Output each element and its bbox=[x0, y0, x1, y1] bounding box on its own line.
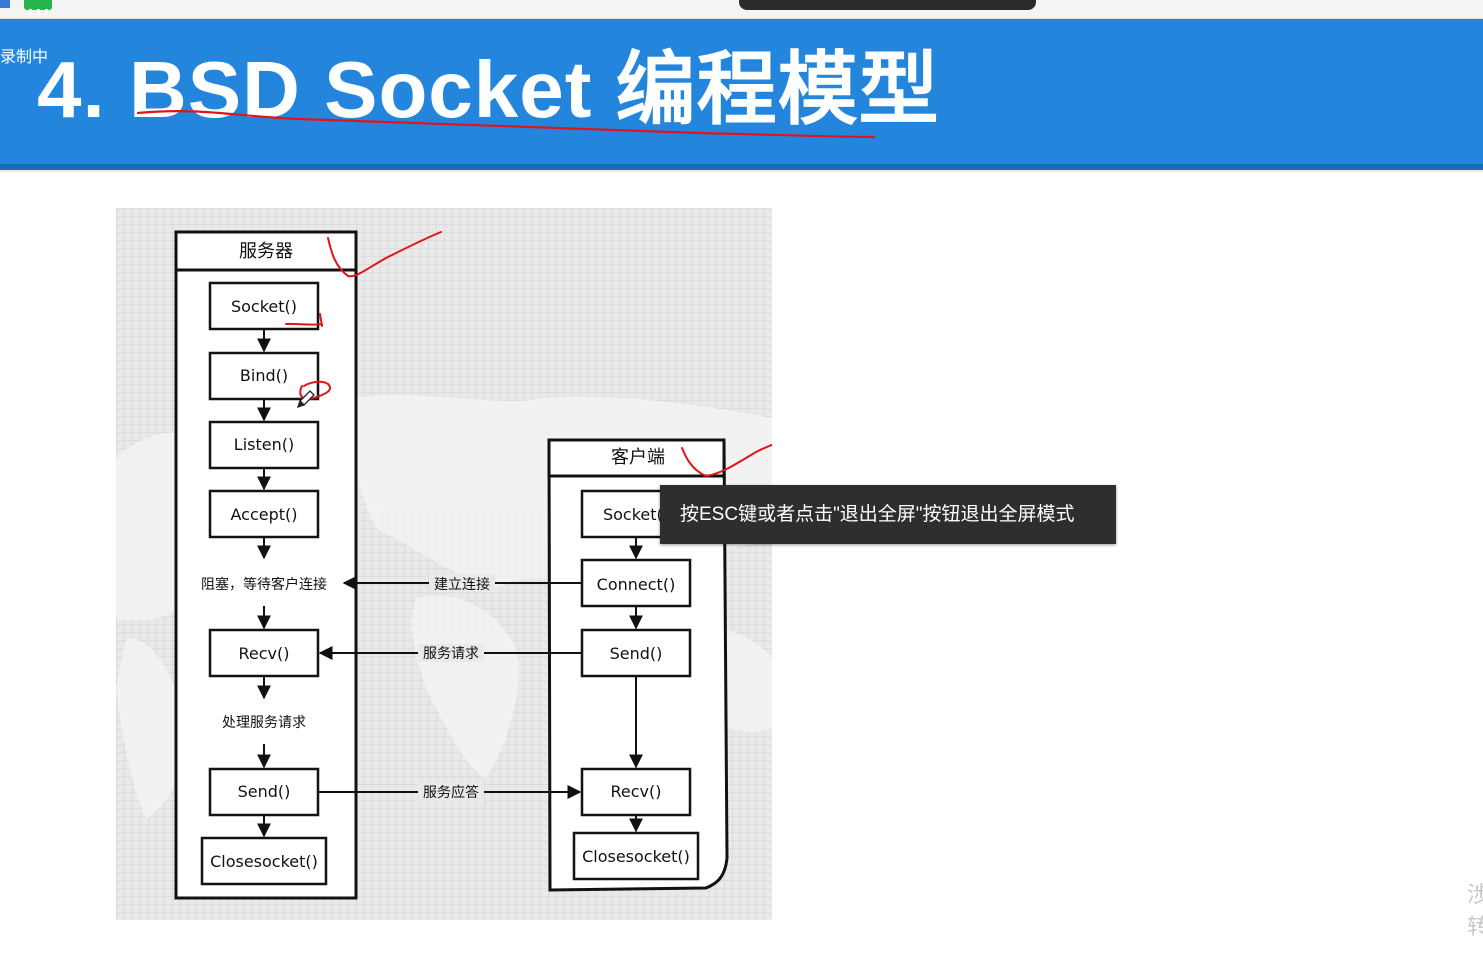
response-label: 服务应答 bbox=[423, 784, 479, 801]
request-arrow: 服务请求 bbox=[318, 644, 582, 662]
server-closesocket-label: Closesocket() bbox=[210, 852, 318, 871]
pen-cursor-icon bbox=[296, 390, 315, 409]
corner-char-1: 涉 bbox=[1467, 883, 1483, 908]
bar-chart-icon[interactable] bbox=[24, 0, 52, 15]
app-icon[interactable] bbox=[0, 0, 10, 8]
server-step-bind: Bind() bbox=[208, 351, 320, 401]
server-bind-label: Bind() bbox=[240, 366, 288, 385]
client-step-send: Send() bbox=[580, 628, 692, 678]
server-title: 服务器 bbox=[239, 241, 293, 262]
connect-arrow: 建立连接 bbox=[342, 574, 582, 593]
server-send-label: Send() bbox=[238, 782, 291, 801]
server-step-accept: Accept() bbox=[208, 489, 320, 539]
title-underline-annotation bbox=[136, 110, 876, 139]
recording-indicator: 录制中 bbox=[0, 49, 49, 66]
server-step-closesocket: Closesocket() bbox=[200, 836, 328, 886]
server-accept-label: Accept() bbox=[230, 505, 297, 524]
slide-title: 4. BSD Socket 编程模型 bbox=[37, 45, 940, 134]
header-divider bbox=[0, 170, 1483, 172]
pen-annotations bbox=[285, 231, 772, 478]
corner-watermark: 涉 转 bbox=[1467, 880, 1483, 944]
client-step-recv: Recv() bbox=[580, 767, 692, 817]
server-blocking-label: 阻塞，等待客户连接 bbox=[201, 576, 327, 593]
request-label: 服务请求 bbox=[423, 646, 479, 662]
server-step-listen: Listen() bbox=[208, 420, 320, 470]
fullscreen-exit-tooltip: 按ESC键或者点击"退出全屏"按钮退出全屏模式 bbox=[660, 485, 1116, 544]
client-connect-label: Connect() bbox=[597, 575, 676, 594]
client-send-label: Send() bbox=[610, 644, 663, 663]
corner-char-2: 转 bbox=[1467, 915, 1483, 940]
client-socket-label: Socket() bbox=[603, 505, 669, 524]
client-recv-label: Recv() bbox=[611, 782, 662, 801]
client-step-closesocket: Closesocket() bbox=[572, 831, 700, 881]
slide-header: 录制中 4. BSD Socket 编程模型 bbox=[0, 19, 1483, 170]
fullscreen-toolbar[interactable] bbox=[739, 0, 1036, 10]
server-process-label: 处理服务请求 bbox=[222, 715, 306, 731]
connect-label: 建立连接 bbox=[434, 576, 490, 593]
client-closesocket-label: Closesocket() bbox=[582, 847, 690, 866]
server-step-send: Send() bbox=[208, 767, 320, 817]
server-socket-label: Socket() bbox=[231, 297, 297, 316]
server-step-recv: Recv() bbox=[208, 628, 320, 678]
client-step-connect: Connect() bbox=[580, 558, 692, 608]
socket-flow-diagram: 服务器 客户端 Socket() Bind() Listen() Accept(… bbox=[116, 208, 772, 920]
response-arrow: 服务应答 bbox=[318, 783, 582, 801]
client-title: 客户端 bbox=[611, 447, 665, 468]
server-recv-label: Recv() bbox=[239, 644, 290, 663]
top-browser-strip bbox=[0, 0, 1483, 19]
server-step-socket: Socket() bbox=[208, 281, 320, 331]
server-listen-label: Listen() bbox=[234, 435, 294, 454]
